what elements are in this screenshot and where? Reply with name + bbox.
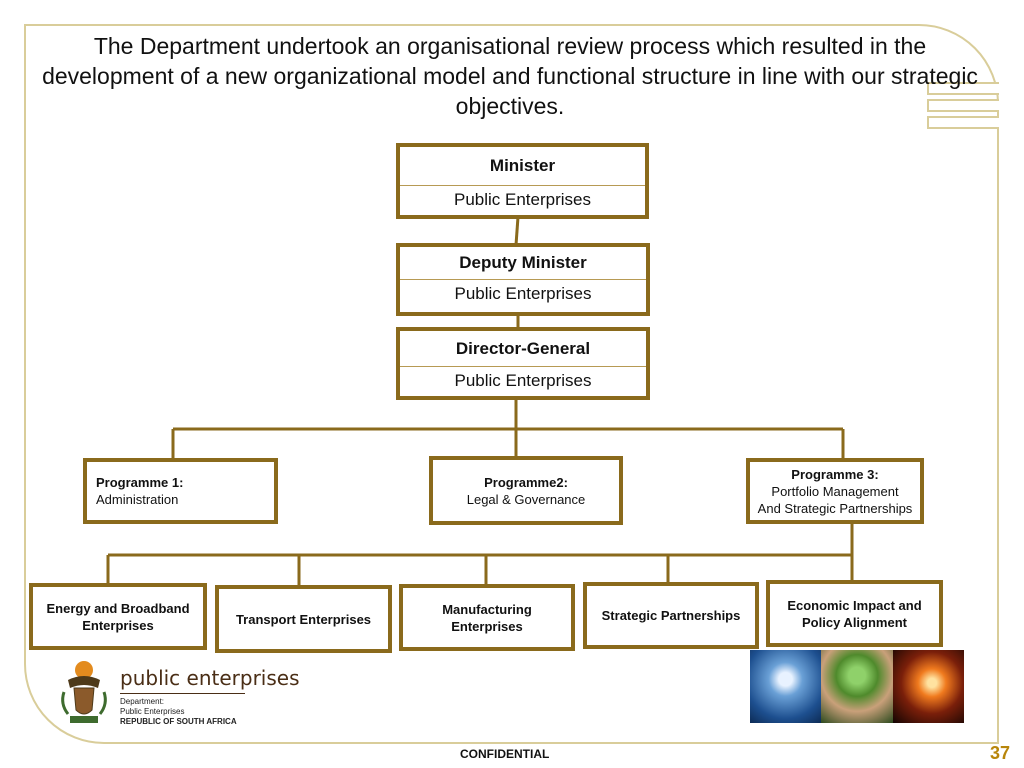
page-number: 37: [990, 743, 1011, 763]
programme-3-name: Programme 3:: [791, 466, 879, 482]
slide-headline: The Department undertook an organisation…: [42, 33, 978, 119]
deputy-minister-box: Deputy Minister Public Enterprises: [396, 243, 650, 316]
minister-box: Minister Public Enterprises: [396, 143, 649, 219]
programme-3-desc-line2: And Strategic Partnerships: [757, 500, 913, 516]
unit-manufacturing: Manufacturing Enterprises: [399, 584, 575, 651]
unit-transport-line1: Transport Enterprises: [235, 611, 372, 627]
unit-economic-line2: Policy Alignment: [802, 614, 907, 630]
unit-energy-broadband: Energy and Broadband Enterprises: [29, 583, 207, 650]
unit-economic-impact: Economic Impact and Policy Alignment: [766, 580, 943, 647]
slide-frame: [24, 24, 999, 744]
unit-strategic-partnerships: Strategic Partnerships: [583, 582, 759, 649]
unit-transport: Transport Enterprises: [215, 585, 392, 653]
programme-2-desc: Legal & Governance: [466, 491, 586, 507]
director-general-sub: Public Enterprises: [454, 371, 592, 390]
logo-title: public enterprises: [120, 666, 300, 690]
director-general-title: Director-General: [400, 331, 646, 367]
unit-economic-line1: Economic Impact and: [787, 597, 922, 613]
unit-manufacturing-line2: Enterprises: [451, 618, 523, 634]
minister-title: Minister: [400, 147, 645, 186]
logo-line3: REPUBLIC OF SOUTH AFRICA: [120, 717, 237, 726]
unit-energy-line2: Enterprises: [82, 617, 154, 633]
programme-2-box: Programme2: Legal & Governance: [429, 456, 623, 525]
unit-energy-line1: Energy and Broadband: [46, 600, 190, 616]
director-general-box: Director-General Public Enterprises: [396, 327, 650, 400]
deputy-minister-title: Deputy Minister: [400, 247, 646, 280]
programme-1-name: Programme 1:: [96, 475, 184, 490]
minister-sub: Public Enterprises: [453, 190, 591, 209]
coat-of-arms-icon: [58, 658, 110, 731]
programme-3-box: Programme 3: Portfolio Management And St…: [746, 458, 924, 524]
department-logo: public enterprises Department: Public En…: [120, 666, 300, 727]
decorative-bar: [927, 116, 999, 129]
logo-line1: Department:: [120, 697, 165, 706]
connector-minister-deputy: [514, 216, 520, 246]
puzzle-hands-photo: [750, 650, 822, 723]
logo-divider: [120, 693, 245, 694]
seedling-hands-photo: [821, 650, 893, 723]
deputy-minister-sub: Public Enterprises: [454, 284, 592, 303]
decorative-bar: [927, 99, 999, 112]
programme-1-box: Programme 1: Administration: [83, 458, 278, 524]
unit-manufacturing-line1: Manufacturing: [442, 601, 532, 617]
programme-1-desc: Administration: [96, 492, 179, 507]
decorative-bar: [927, 82, 999, 95]
logo-line2: Public Enterprises: [120, 707, 185, 716]
photo-strip: [750, 650, 964, 723]
programme-3-desc-line1: Portfolio Management: [771, 483, 899, 499]
unit-strategic-line1: Strategic Partnerships: [601, 608, 741, 623]
programme-2-name: Programme2:: [484, 474, 568, 490]
sparks-photo: [892, 650, 964, 723]
confidential-label: CONFIDENTIAL: [460, 747, 550, 761]
